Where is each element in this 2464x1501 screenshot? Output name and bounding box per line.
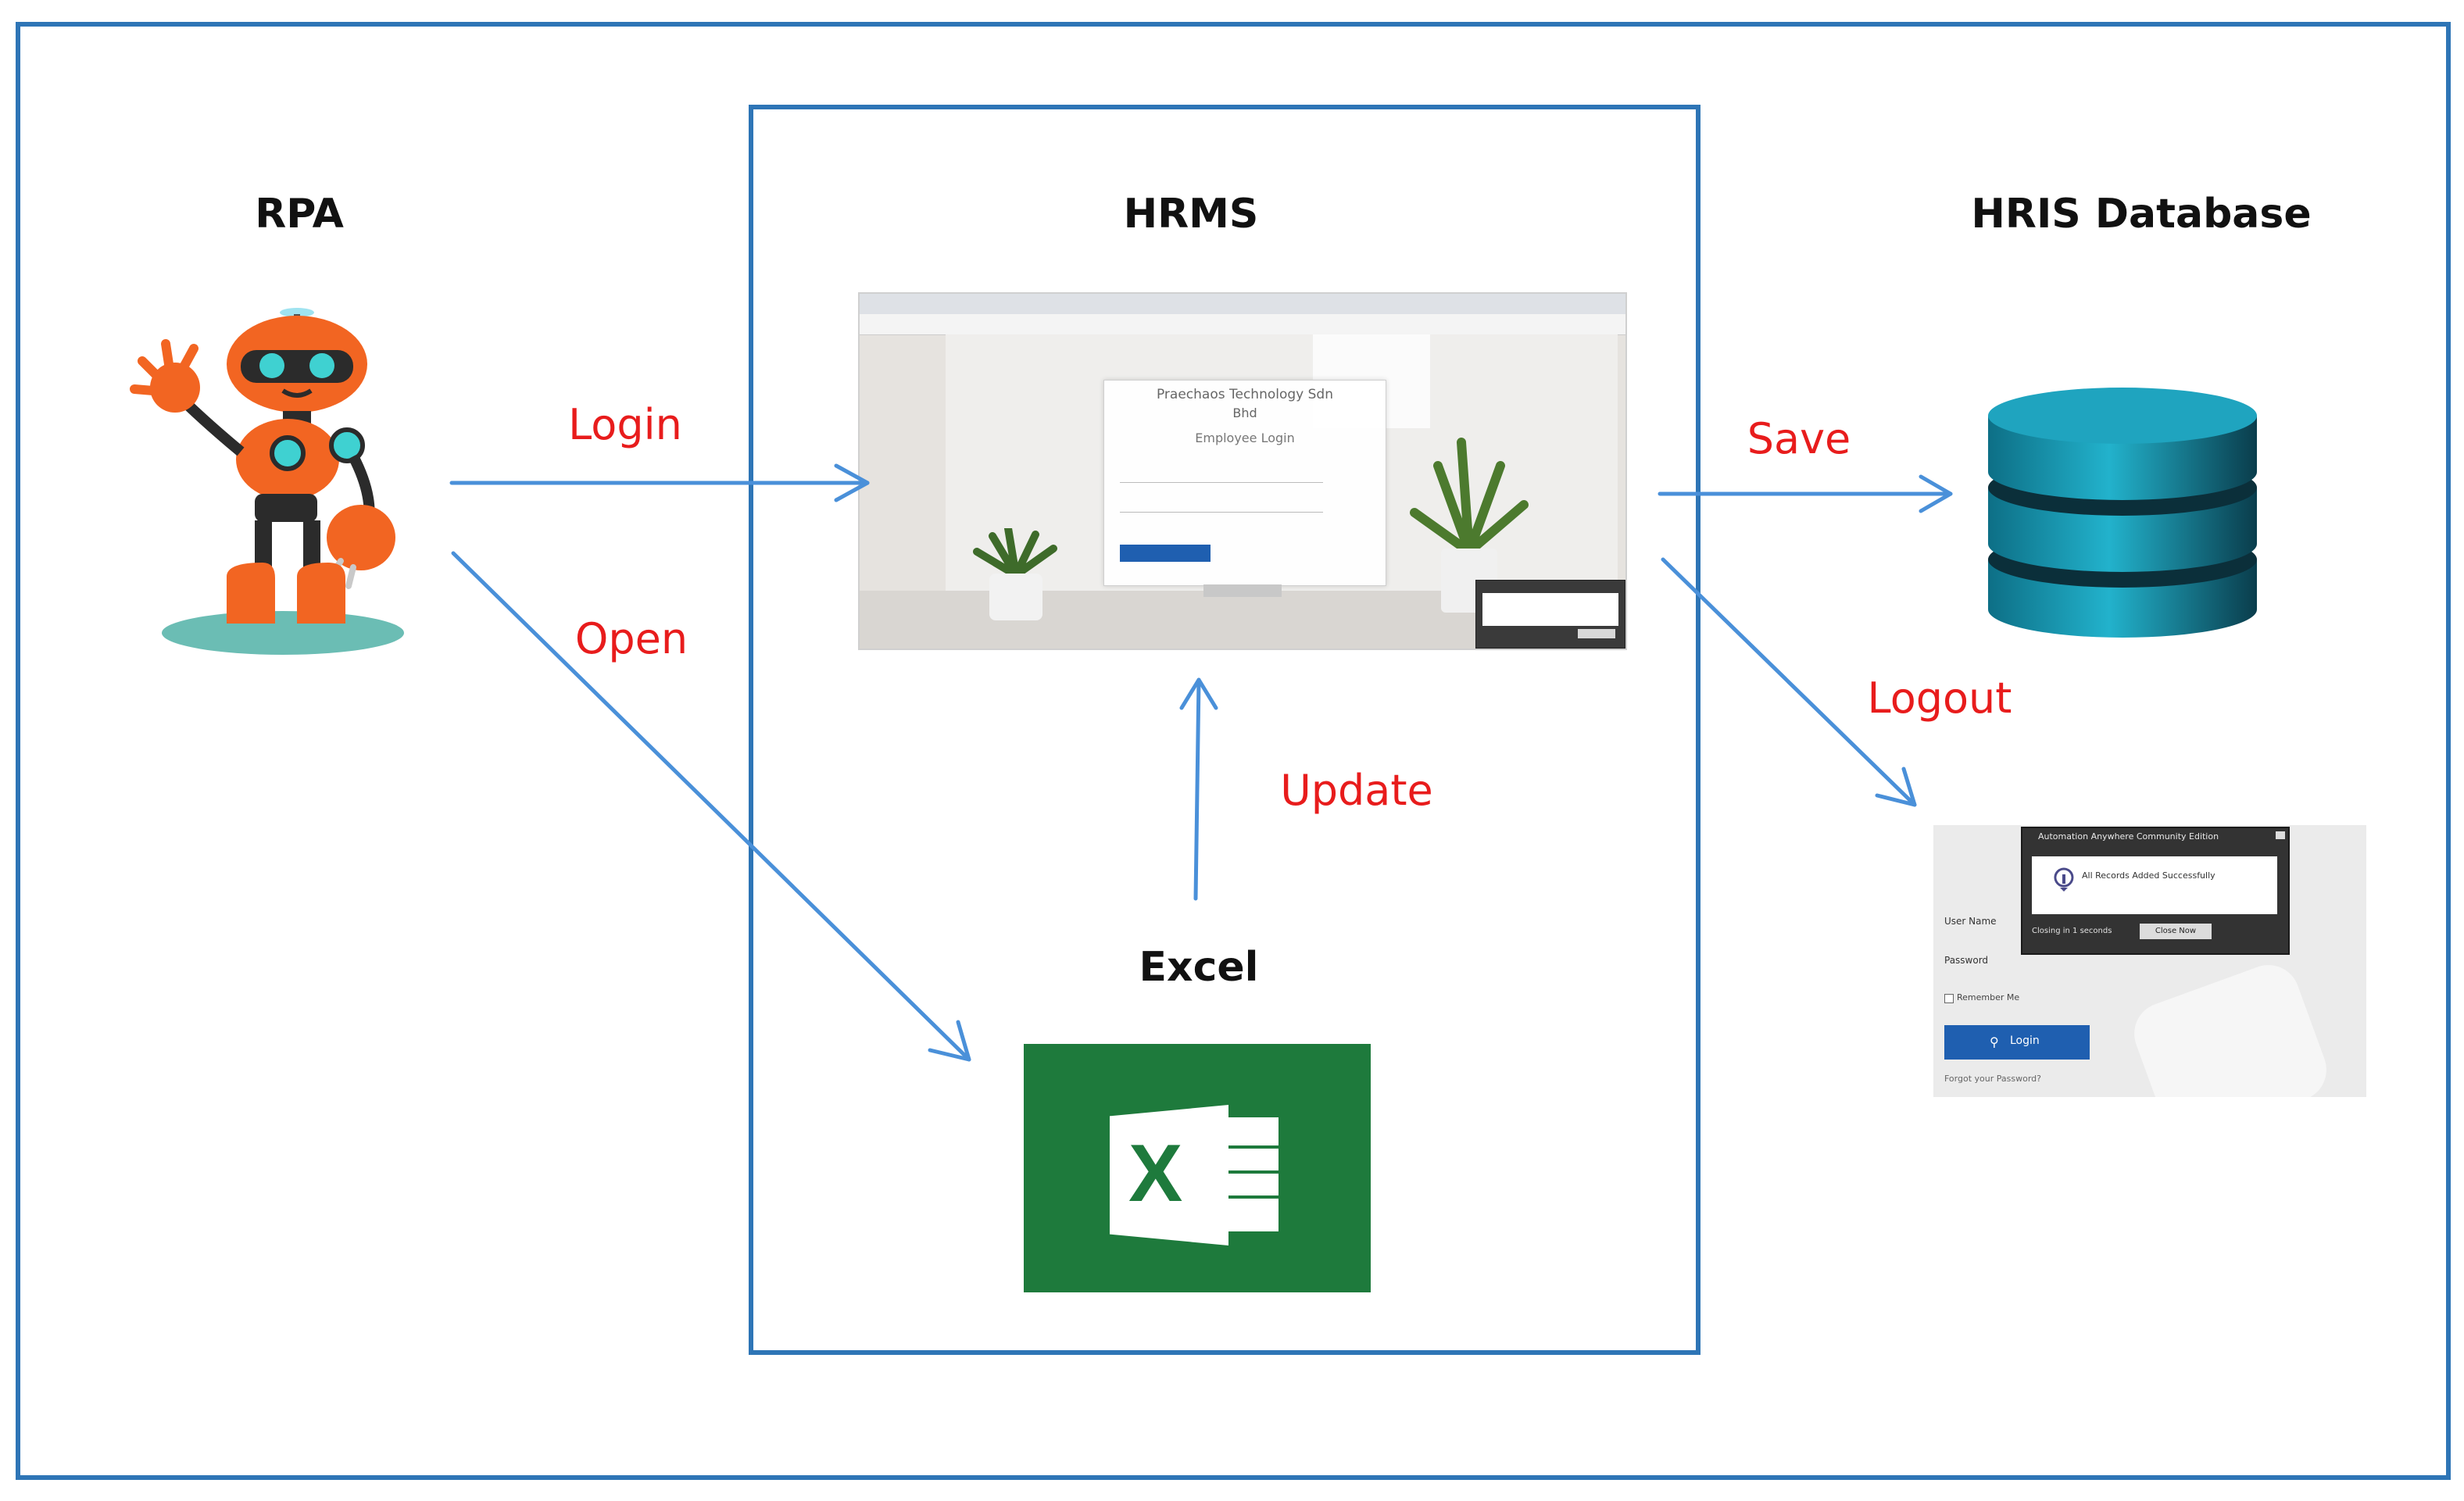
logout-dialog-close-icon [2276, 831, 2285, 839]
hrms-screenshot: Praechaos Technology Sdn Bhd Employee Lo… [858, 292, 1627, 650]
hrms-company-name: Praechaos Technology Sdn [1156, 387, 1333, 402]
logout-forgot-link[interactable]: Forgot your Password? [1944, 1074, 2041, 1084]
key-icon: ⚲ [1990, 1035, 1999, 1049]
robot-icon [130, 308, 404, 655]
logout-dialog-message: All Records Added Successfully [2082, 870, 2215, 881]
logout-screenshot: Automation Anywhere Community Edition Al… [1933, 825, 2366, 1097]
logout-password-label: Password [1944, 955, 1989, 966]
browser-tab-bar [860, 294, 1625, 314]
logout-user-label: User Name [1944, 916, 1997, 927]
arrow-login [449, 463, 870, 502]
hrms-popup [1475, 580, 1625, 649]
arrow-save [1658, 474, 1953, 513]
excel-book [1110, 1105, 1228, 1245]
arrow-open [451, 551, 971, 1062]
logout-login-button-label: Login [2010, 1035, 2040, 1047]
hrms-password-line [1120, 512, 1323, 513]
edge-label-logout: Logout [1867, 674, 2012, 723]
excel-icon: X [1024, 1044, 1371, 1292]
hrms-title: HRMS [1123, 191, 1259, 238]
logout-dialog-title: Automation Anywhere Community Edition [2038, 831, 2219, 842]
hrms-login-card: Praechaos Technology Sdn Bhd Employee Lo… [1103, 380, 1386, 586]
info-icon [2054, 867, 2074, 892]
hris-database-title: HRIS Database [1971, 191, 2312, 238]
hrms-login-button [1120, 545, 1211, 562]
logout-remember-label: Remember Me [1957, 992, 2020, 1002]
edge-label-open: Open [574, 614, 688, 663]
rpa-title: RPA [255, 191, 344, 238]
arrow-logout [1661, 557, 1917, 807]
logout-dialog: Automation Anywhere Community Edition Al… [2021, 827, 2290, 955]
database-icon [1988, 388, 2257, 638]
excel-title: Excel [1139, 944, 1259, 991]
edge-label-login: Login [568, 400, 682, 449]
logout-login-button[interactable]: ⚲ Login [1944, 1025, 2090, 1060]
monitor-stand [1203, 584, 1282, 597]
hrms-username-line [1120, 482, 1323, 483]
plant-left-icon [973, 528, 1057, 620]
logout-dialog-body: All Records Added Successfully [2032, 856, 2277, 914]
hrms-group-frame [749, 105, 1700, 1355]
arrow-update [1179, 677, 1218, 901]
logout-remember-checkbox[interactable] [1944, 994, 1954, 1003]
edge-label-save: Save [1747, 414, 1851, 463]
logout-dialog-close-button[interactable]: Close Now [2140, 924, 2212, 939]
hrms-login-heading: Employee Login [1195, 431, 1295, 445]
hrms-company-suffix: Bhd [1232, 406, 1257, 420]
edge-label-update: Update [1280, 766, 1433, 815]
excel-letter: X [1128, 1128, 1183, 1219]
outer-frame [16, 22, 2451, 1480]
logout-dialog-countdown: Closing in 1 seconds [2032, 927, 2112, 935]
